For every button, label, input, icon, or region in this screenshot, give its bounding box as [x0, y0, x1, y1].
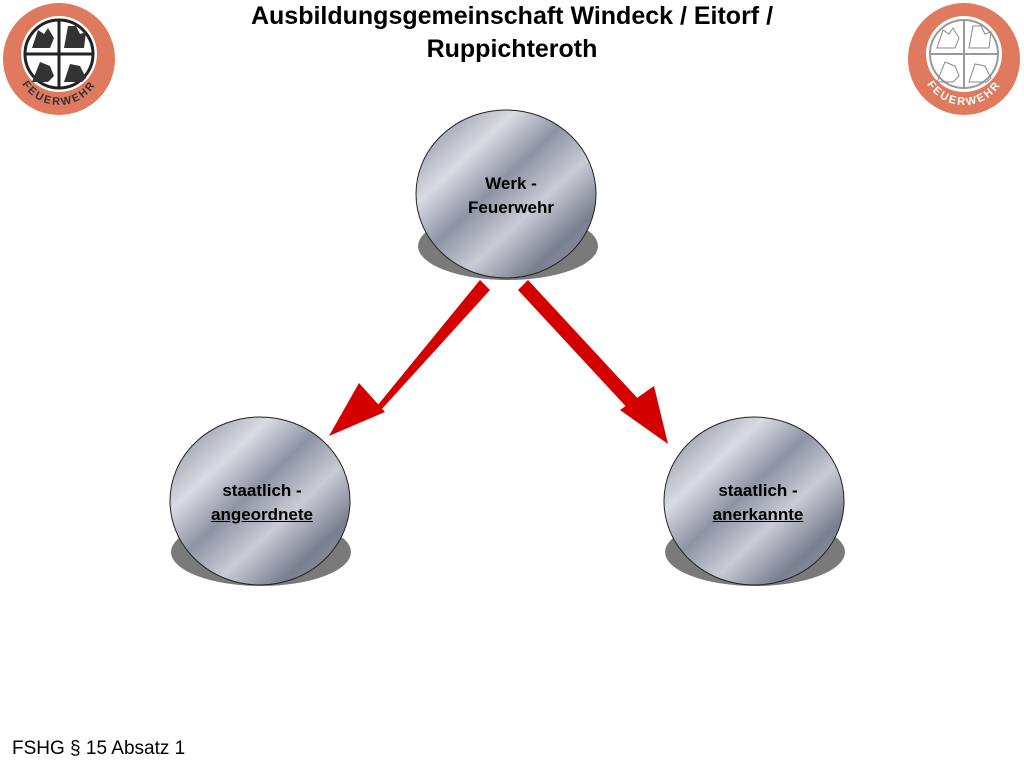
- node-sphere: [415, 109, 597, 279]
- node-sphere: [169, 416, 351, 586]
- node-label-left-line1: staatlich -: [222, 481, 302, 500]
- fire-department-logo-right: FEUERWEHR: [908, 3, 1020, 115]
- title-line-2: Ruppichteroth: [426, 35, 598, 63]
- node-label-left: staatlich - angeordnete: [177, 479, 347, 527]
- arrow-to-left-node: [329, 280, 490, 436]
- node-label-left-line2: angeordnete: [210, 505, 314, 524]
- node-staatlich-anerkannte: [663, 416, 845, 586]
- fire-department-logo-left: FEUERWEHR: [3, 3, 115, 115]
- title-line-1: Ausbildungsgemeinschaft Windeck / Eitorf…: [250, 2, 774, 30]
- node-staatlich-angeordnete: [169, 416, 351, 586]
- node-label-right-line1: staatlich -: [718, 481, 798, 500]
- node-label-top-line1: Werk -: [485, 174, 537, 193]
- page-title: Ausbildungsgemeinschaft Windeck / Eitorf…: [160, 0, 864, 66]
- node-label-top-line2: Feuerwehr: [468, 198, 554, 217]
- node-label-top: Werk - Feuerwehr: [426, 172, 596, 220]
- node-sphere: [663, 416, 845, 586]
- node-label-right-line2: anerkannte: [712, 505, 804, 524]
- node-label-right: staatlich - anerkannte: [673, 479, 843, 527]
- footer-legal-reference: FSHG § 15 Absatz 1: [12, 738, 186, 759]
- node-werk-feuerwehr: [415, 109, 598, 280]
- arrow-to-right-node: [518, 280, 668, 444]
